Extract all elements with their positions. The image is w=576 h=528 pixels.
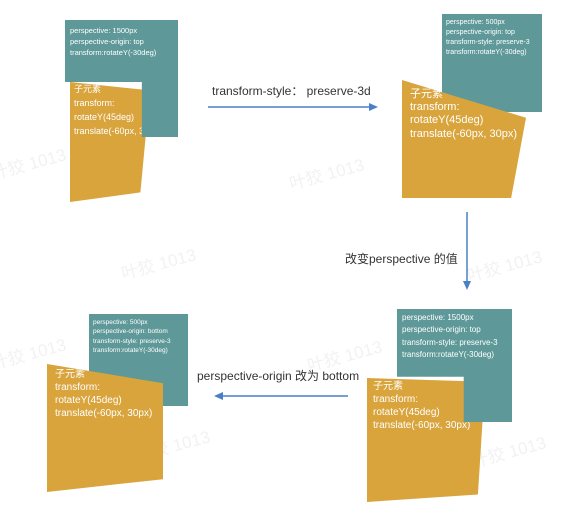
child-line: rotateY(45deg) — [373, 407, 440, 418]
child-line: rotateY(45deg) — [74, 111, 135, 122]
arrow-down — [463, 212, 471, 290]
arrow-left-label: perspective-origin 改为 bottom — [197, 369, 360, 383]
parent-line: perspective-origin: bottom — [93, 328, 168, 336]
child-line: rotateY(45deg) — [55, 395, 122, 406]
parent-line: transform:rotateY(-30deg) — [70, 47, 157, 57]
arrow-right-label: transform-style： preserve-3d — [212, 84, 371, 98]
child-line: 子元素 — [55, 369, 85, 380]
parent-line: perspective: 500px — [93, 319, 148, 326]
child-line: 子元素 — [410, 88, 443, 100]
child-line: translate(-60px, 30px) — [55, 408, 153, 419]
parent-line: perspective: 1500px — [402, 313, 474, 322]
child-element-bottom-left: 子元素 transform: rotateY(45deg) translate(… — [47, 364, 163, 492]
child-line: transform: — [74, 97, 115, 108]
parent-line: transform-style: preserve-3 — [402, 337, 498, 347]
parent-line: perspective-origin: top — [402, 325, 481, 335]
child-line: 子元素 — [373, 381, 403, 392]
child-line: translate(-60px, 30px) — [373, 420, 471, 431]
parent-line: perspective-origin: top — [70, 36, 144, 46]
arrow-right — [208, 103, 378, 111]
parent-line: transform-style: preserve-3 — [446, 39, 530, 47]
arrow-down-label: 改变perspective 的值 — [345, 252, 458, 266]
parent-line: transform-style: preserve-3 — [93, 337, 171, 345]
child-line: translate(-60px, 30px) — [410, 127, 517, 140]
parent-line: transform:rotateY(-30deg) — [402, 350, 495, 360]
child-line: rotateY(45deg) — [410, 114, 484, 127]
parent-element-top-right: perspective: 500px perspective-origin: t… — [442, 14, 542, 112]
child-line: 子元素 — [74, 84, 102, 94]
child-line: transform: — [55, 382, 101, 393]
parent-line: transform:rotateY(-30deg) — [446, 49, 527, 57]
arrow-left — [214, 392, 348, 400]
child-line: translate(-60px, 30px) — [74, 125, 150, 136]
child-line: transform: — [373, 394, 419, 405]
parent-line: perspective: 500px — [446, 19, 505, 26]
child-element-top-left: 子元素 transform: rotateY(45deg) translate(… — [70, 82, 150, 202]
child-line: transform: — [410, 101, 460, 114]
parent-line: transform:rotateY(-30deg) — [93, 347, 168, 355]
parent-line: perspective-origin: top — [446, 29, 515, 37]
parent-line: perspective: 1500px — [70, 26, 138, 35]
